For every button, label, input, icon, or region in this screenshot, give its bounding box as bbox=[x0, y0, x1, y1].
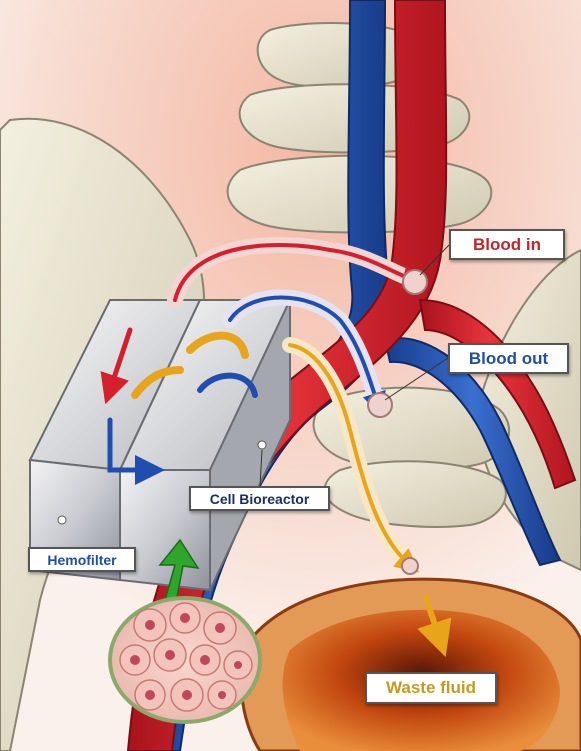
artery-connection bbox=[403, 270, 427, 294]
vein-connection bbox=[368, 393, 392, 417]
bladder-connection bbox=[402, 558, 418, 574]
cell-bioreactor-label: Cell Bioreactor bbox=[189, 486, 330, 511]
waste-fluid-label: Waste fluid bbox=[365, 672, 497, 704]
blood-out-label: Blood out bbox=[448, 343, 569, 374]
blood-in-label: Blood in bbox=[449, 229, 565, 260]
hemofilter-label: Hemofilter bbox=[28, 547, 136, 572]
cell-culture-circle-icon bbox=[110, 598, 260, 722]
